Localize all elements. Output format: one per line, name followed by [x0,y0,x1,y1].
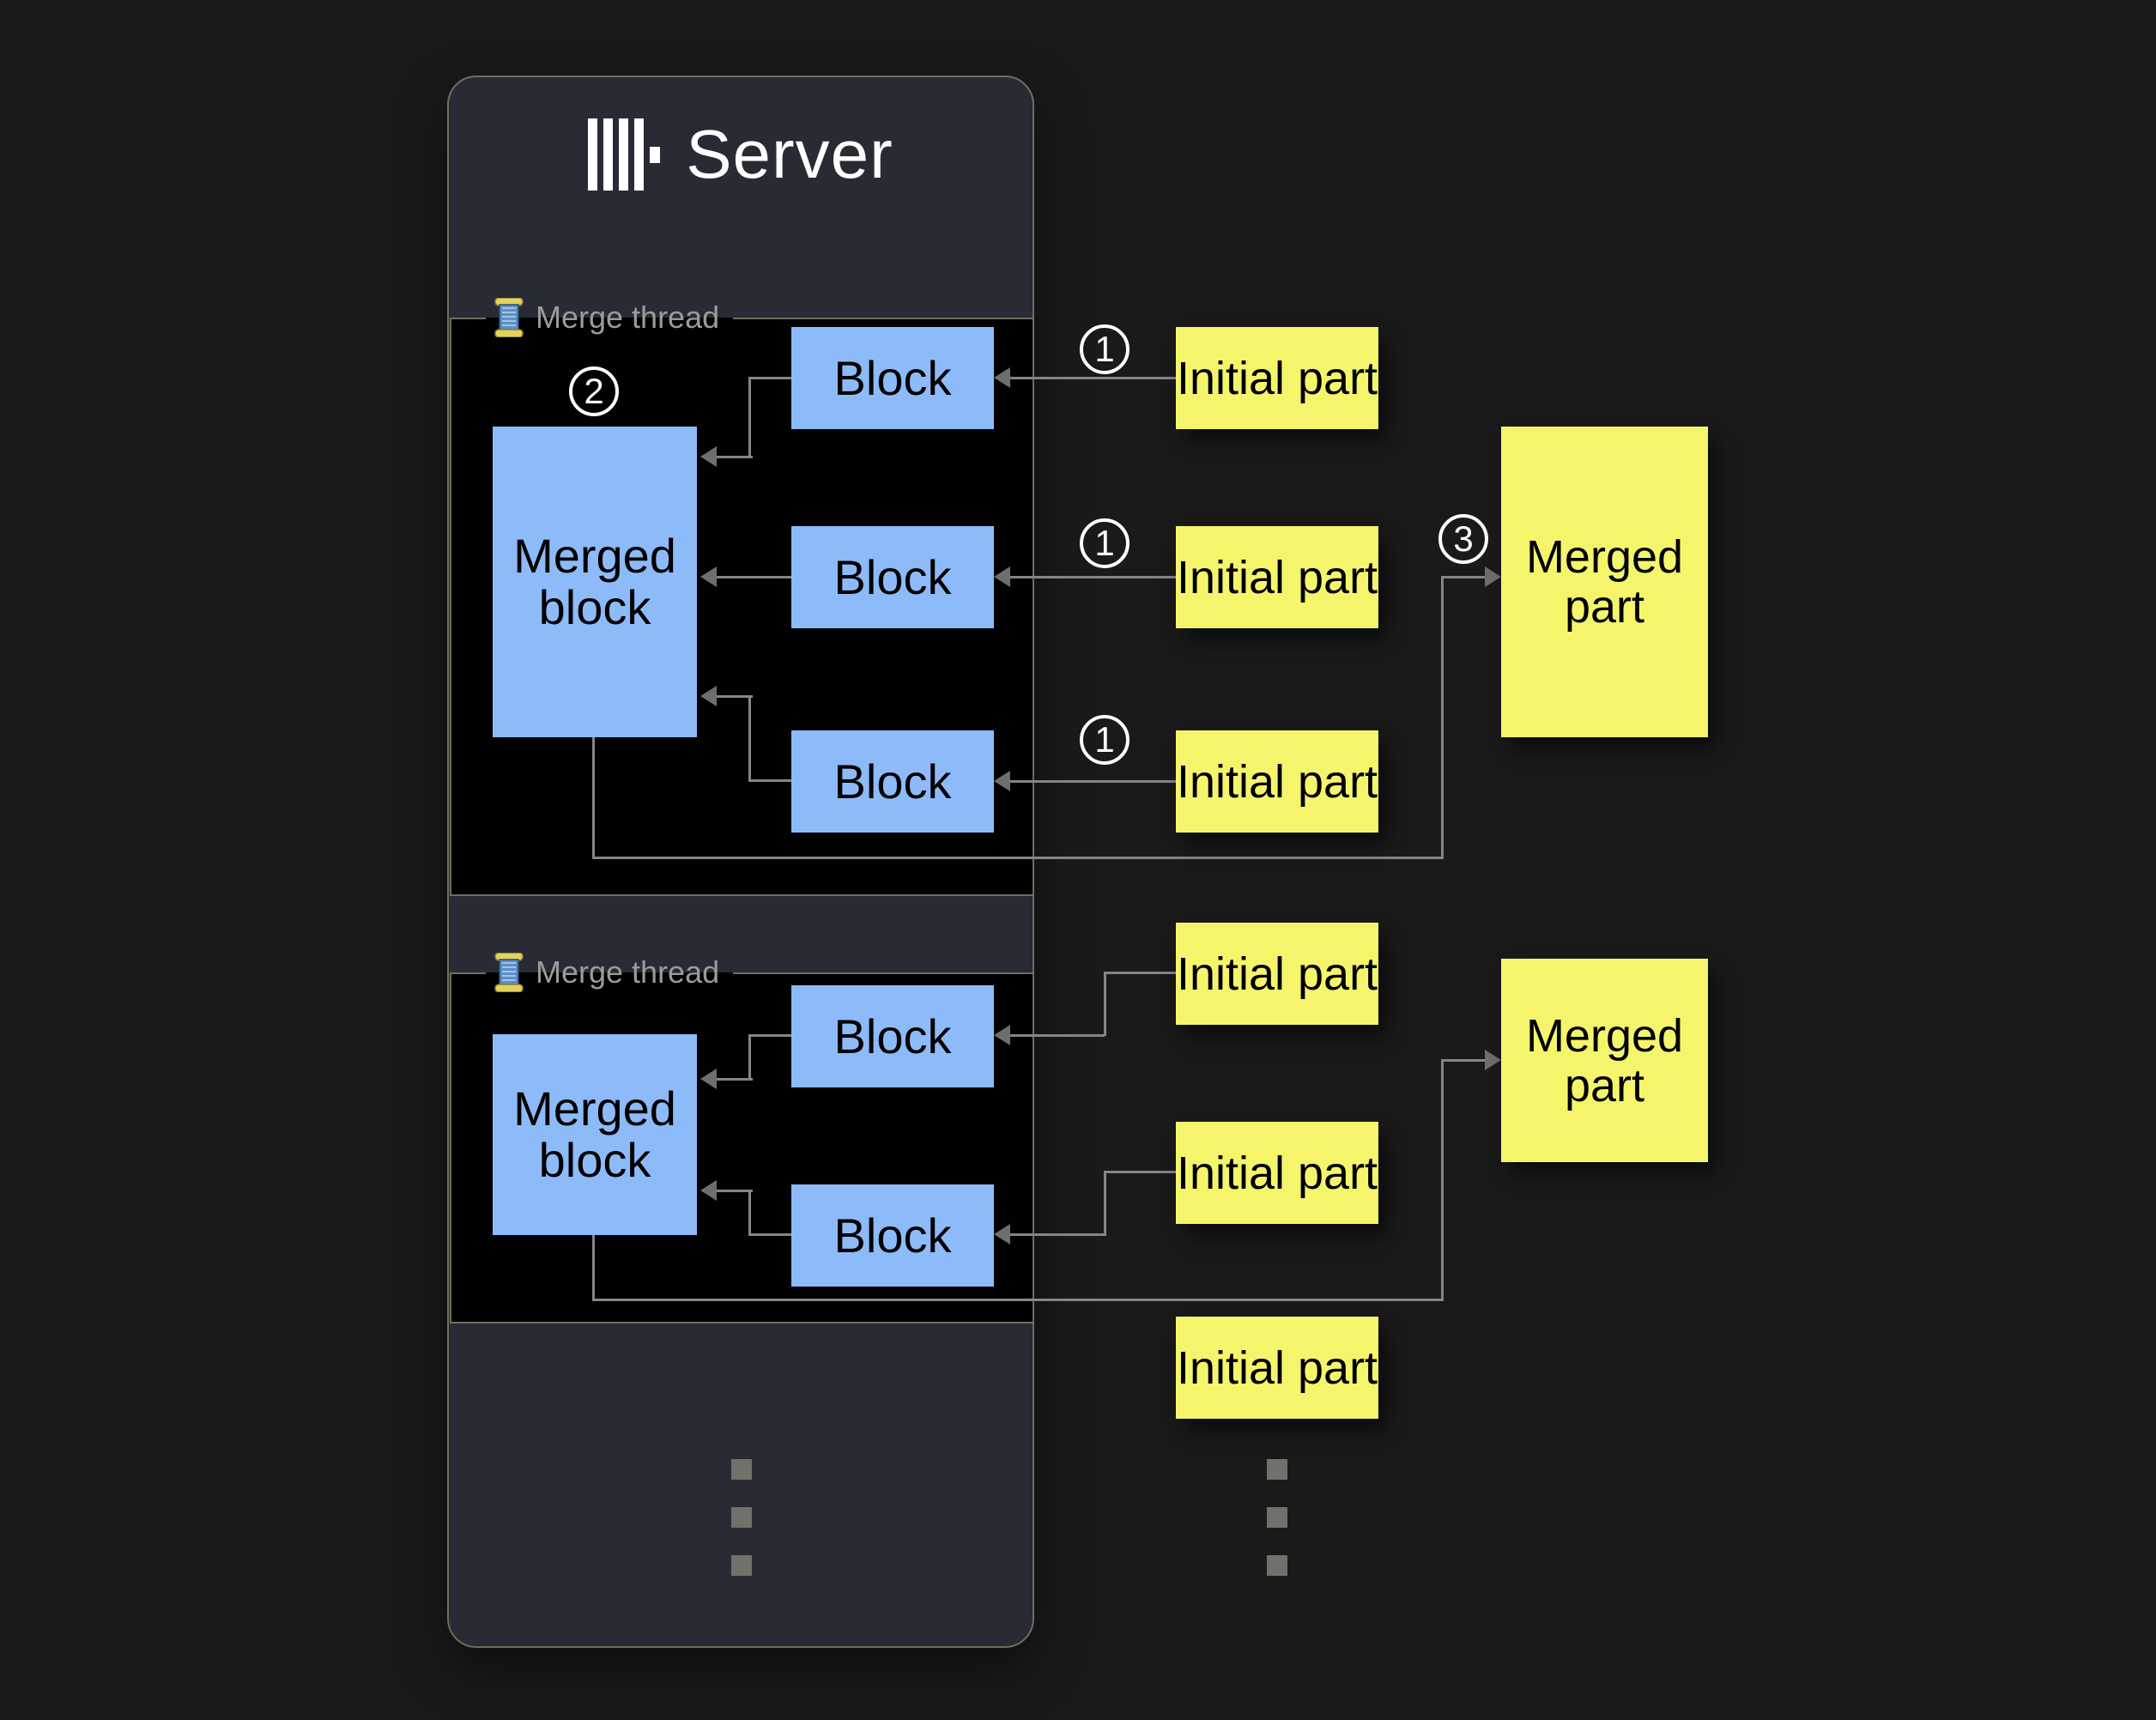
step-number: 1 [1094,329,1115,369]
initial-part-1-3: Initial part [1176,730,1378,833]
initial-part-label: Initial part [1176,352,1378,404]
initial-part-2-2: Initial part [1176,1122,1378,1224]
arrow-line [1008,1034,1105,1037]
merged-block-label: Merged block [513,529,676,634]
initial-part-1-2: Initial part [1176,526,1378,628]
initial-part-label: Initial part [1176,948,1378,1000]
merge-thread-label: Merge thread [536,300,720,335]
arrow-line [592,737,595,859]
block-2-2: Block [791,1184,994,1287]
arrow-line [717,1078,753,1081]
thread-spool-icon [494,953,524,992]
arrowhead-left-icon [700,1180,717,1201]
block-1-2: Block [791,526,994,628]
server-title: Server [686,116,893,192]
arrow-line [1008,576,1176,578]
merge-thread-legend-2: Merge thread [486,949,734,996]
arrow-line [1441,1059,1485,1062]
arrowhead-left-icon [994,1224,1010,1245]
arrow-line [592,1235,595,1300]
block-label: Block [833,1008,952,1063]
block-label: Block [833,350,952,405]
thread-spool-icon [494,298,524,337]
arrow-line [749,779,791,782]
ellipsis-dot [731,1555,752,1576]
arrow-line [1104,1171,1106,1236]
merged-block-label: Merged block [513,1081,676,1187]
arrow-line [748,1190,751,1236]
arrowhead-left-icon [700,566,717,587]
arrowhead-left-icon [994,1025,1010,1045]
arrow-line [717,1190,753,1192]
step-badge-1: 1 [1080,324,1129,374]
ellipsis-dot [1267,1555,1287,1576]
initial-part-label: Initial part [1176,755,1378,808]
arrowhead-left-icon [700,1069,717,1089]
arrow-line [748,697,751,782]
arrowhead-left-icon [700,686,717,706]
arrow-line [748,1034,751,1081]
step-badge-2: 2 [569,366,619,416]
arrowhead-right-icon [1485,1050,1501,1070]
merged-part-label: Merged part [1525,531,1684,633]
step-badge-1: 1 [1080,715,1129,765]
arrowhead-left-icon [994,367,1010,388]
initial-part-2-1: Initial part [1176,923,1378,1025]
block-2-1: Block [791,985,994,1087]
step-number: 1 [1094,523,1115,563]
step-number: 1 [1094,719,1115,760]
arrow-line [717,695,753,698]
merged-part-label: Merged part [1525,1009,1684,1111]
ellipsis-dot [731,1507,752,1528]
block-label: Block [833,549,952,604]
block-1-3: Block [791,730,994,833]
merged-part-1: Merged part [1501,427,1708,737]
arrow-line [1008,780,1176,783]
merged-part-2: Merged part [1501,959,1708,1162]
arrowhead-left-icon [994,566,1010,587]
step-number: 3 [1453,518,1474,559]
arrow-line [1441,1059,1444,1300]
initial-part-2-3: Initial part [1176,1317,1378,1419]
block-label: Block [833,1208,952,1263]
arrow-line [1441,576,1444,859]
arrow-line [1105,972,1176,974]
merged-block-1: Merged block [493,427,697,737]
block-label: Block [833,754,952,809]
arrow-line [1104,972,1106,1036]
step-badge-3: 3 [1438,514,1488,564]
merge-thread-label: Merge thread [536,954,720,990]
merged-block-2: Merged block [493,1034,697,1235]
arrow-line [749,1233,791,1236]
arrow-line [749,377,791,379]
arrow-line [1441,576,1485,578]
arrow-line [592,1299,1444,1301]
merge-thread-legend-1: Merge thread [486,294,734,341]
ellipsis-dot [1267,1507,1287,1528]
arrowhead-right-icon [1485,566,1501,587]
initial-part-1-1: Initial part [1176,327,1378,429]
initial-part-label: Initial part [1176,1341,1378,1394]
arrow-line [717,456,753,458]
arrowhead-left-icon [700,446,717,467]
server-header: Server [447,112,1034,197]
arrow-line [749,1034,791,1037]
ellipsis-dot [1267,1459,1287,1480]
arrow-line [1008,1233,1105,1236]
ellipsis-dot [731,1459,752,1480]
arrow-line [1008,377,1176,379]
step-badge-1: 1 [1080,518,1129,568]
block-1-1: Block [791,327,994,429]
arrow-line [592,857,1444,859]
arrow-line [748,377,751,457]
step-number: 2 [584,371,604,411]
arrowhead-left-icon [994,771,1010,791]
clickhouse-logo-icon [588,118,661,191]
initial-part-label: Initial part [1176,1147,1378,1199]
arrow-line [1105,1171,1176,1173]
initial-part-label: Initial part [1176,551,1378,603]
arrow-line [717,576,791,578]
